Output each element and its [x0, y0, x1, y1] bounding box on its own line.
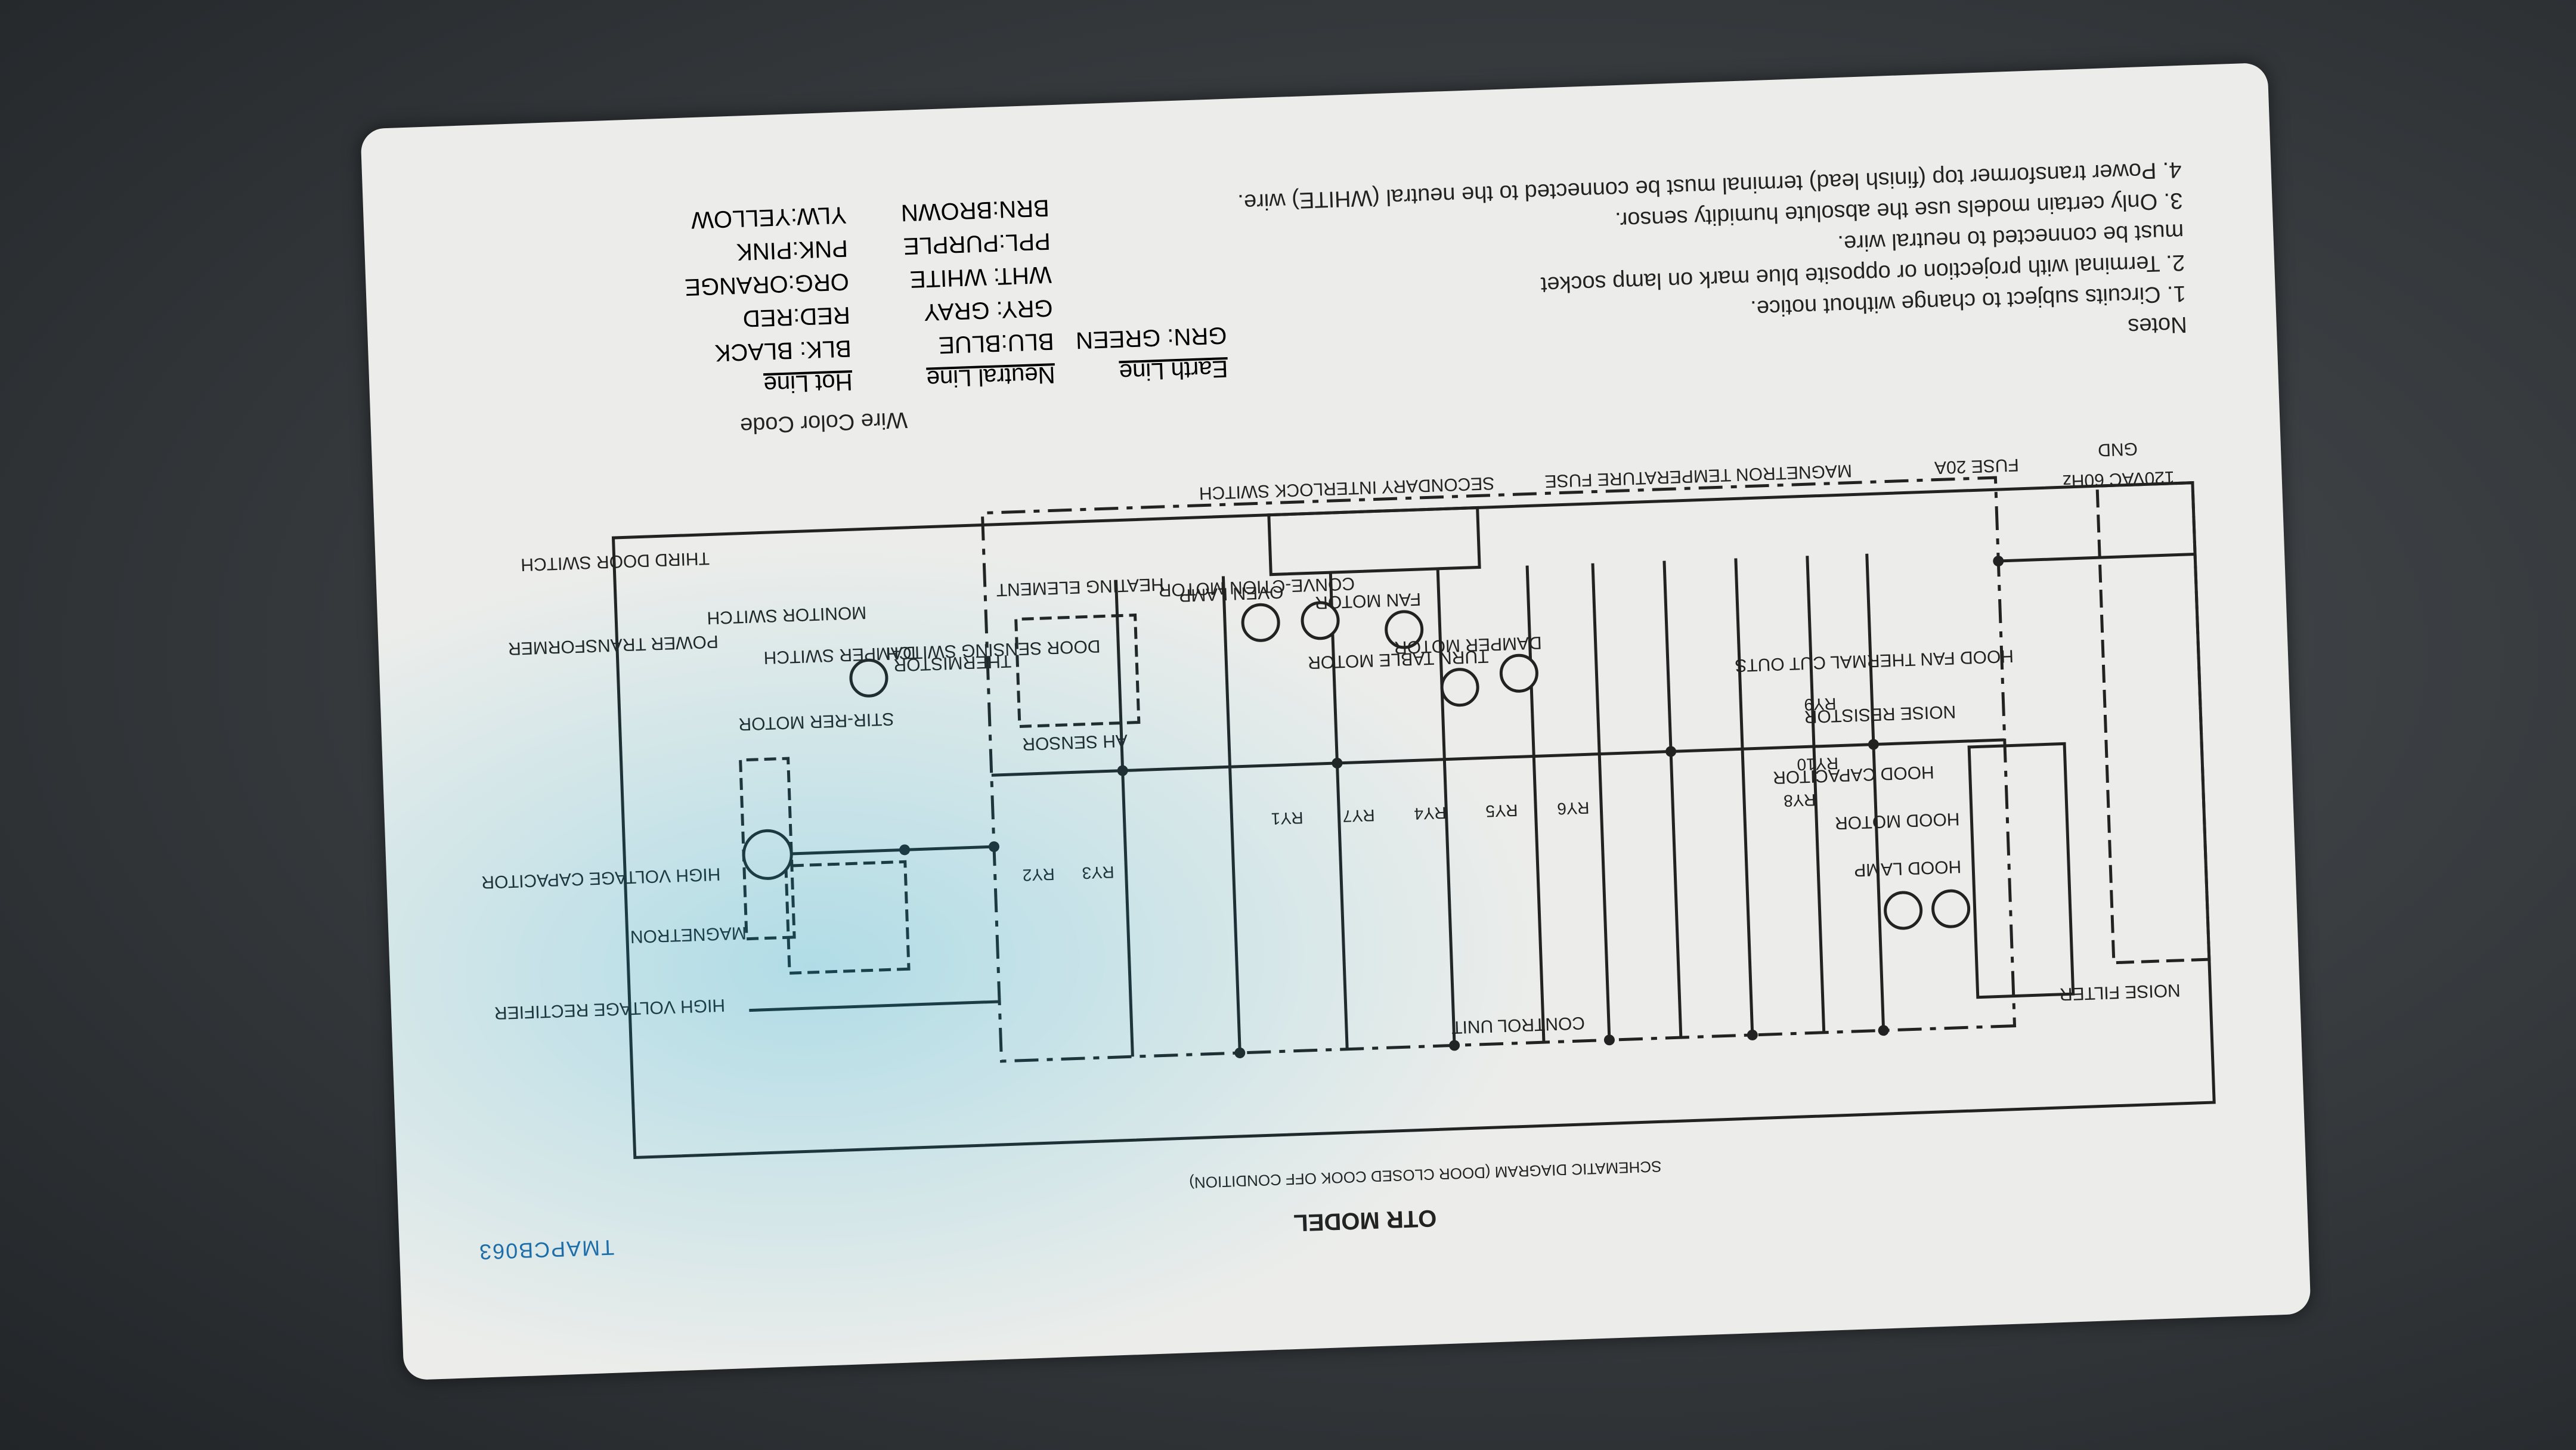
- noise-filter-inner: [1967, 742, 2075, 999]
- fuse-20a-label: FUSE 20A: [1934, 455, 2019, 478]
- branch: [1525, 565, 1546, 1043]
- ah-sensor-box: [1014, 614, 1141, 729]
- branch: [1221, 576, 1241, 1054]
- relay-label: RY2: [1022, 865, 1055, 885]
- hood-lamp-symbol: [1931, 889, 1971, 928]
- hood-motor-label: HOOD MOTOR: [1834, 809, 1959, 833]
- hv-capacitor-box: [784, 860, 911, 975]
- hood-lamp-symbol: [1884, 891, 1923, 930]
- relay-label: RY9: [1804, 695, 1837, 714]
- power-supply-label: 120VAC 60Hz: [2062, 467, 2175, 491]
- relay-label: RY5: [1485, 801, 1518, 820]
- junctions: [899, 556, 2004, 1058]
- motors: [742, 601, 1971, 930]
- relay-labels: RY1 RY7 RY4 RY5 RY6 RY8 RY9 RY10 RY2 RY3: [1022, 695, 1839, 885]
- relay-label: RY8: [1784, 791, 1816, 810]
- magnetron-symbol: [742, 829, 793, 880]
- hood-lamp-label: HOOD LAMP: [1854, 857, 1962, 880]
- oven-lamp-label: OVEN LAMP: [1179, 582, 1284, 605]
- relay-label: RY7: [1342, 806, 1375, 826]
- turntable-motor-symbol: [1440, 668, 1479, 707]
- noise-filter-label: NOISE FILTER: [2059, 980, 2181, 1004]
- branch: [1436, 568, 1456, 1046]
- ah-sensor-label: AH SENSOR: [1022, 730, 1128, 754]
- magnetron-label: MAGNETRON: [630, 923, 747, 947]
- hv-capacitor-label: HIGH VOLTAGE CAPACITOR: [481, 864, 721, 892]
- bus-line: [991, 738, 2005, 777]
- gnd-label: GND: [2098, 439, 2138, 460]
- branch: [1114, 580, 1134, 1057]
- branch: [1806, 556, 1826, 1033]
- branch: [1591, 563, 1611, 1040]
- stirrer-motor-symbol: [849, 658, 888, 698]
- wiring-schematic: NOISE FILTER 120VAC 60Hz GND CONTROL UNI…: [481, 439, 2216, 1160]
- bus-frame: [611, 481, 2216, 1160]
- thermistor-label: THERMISTOR: [893, 651, 1012, 675]
- hv-line: [749, 1000, 1000, 1012]
- secondary-interlock-loop: [1267, 506, 1481, 577]
- control-unit-frame: [980, 476, 2017, 1063]
- flipped-content: Notes 1. Circuits subject to change with…: [360, 63, 2311, 1380]
- wires: [611, 476, 2216, 1160]
- schematic-label: Notes 1. Circuits subject to change with…: [360, 62, 2311, 1381]
- heating-element-label: HEATING ELEMENT: [996, 574, 1164, 600]
- relay-label: RY1: [1271, 808, 1304, 828]
- relay-label: RY10: [1797, 754, 1839, 774]
- fan-motor-label: FAN MOTOR: [1315, 589, 1422, 612]
- relay-label: RY3: [1082, 863, 1114, 882]
- stirrer-motor-label: STIR-RER MOTOR: [738, 709, 894, 734]
- damper-motor-symbol: [1499, 653, 1538, 693]
- noise-filter-box: [2095, 481, 2211, 965]
- convection-motor-symbol: [1301, 601, 1340, 640]
- power-transformer-label: POWER TRANSFORMER: [508, 631, 719, 658]
- branch: [1734, 558, 1754, 1036]
- secondary-interlock-label: SECONDARY INTERLOCK SWITCH: [1199, 473, 1494, 503]
- hood-fan-cutouts-label: HOOD FAN THERMAL CUT OUTS: [1735, 646, 2014, 675]
- relay-label: RY4: [1414, 804, 1447, 823]
- hv-rectifier-label: HIGH VOLTAGE RECTIFIER: [494, 995, 725, 1023]
- fan-motor-symbol: [1385, 610, 1424, 649]
- branch: [1865, 553, 1885, 1031]
- relay-label: RY6: [1557, 798, 1590, 818]
- monitor-switch-label: MONITOR SWITCH: [707, 602, 867, 627]
- bus-line: [1998, 553, 2196, 563]
- control-unit-label: CONTROL UNIT: [1451, 1013, 1586, 1037]
- third-door-switch-label: THIRD DOOR SWITCH: [521, 548, 710, 574]
- magnetron-temp-fuse-label: MAGNETRON TEMPERATURE FUSE: [1544, 461, 1852, 491]
- branch: [1662, 560, 1683, 1038]
- oven-lamp-symbol: [1241, 603, 1280, 642]
- branch: [1329, 572, 1349, 1049]
